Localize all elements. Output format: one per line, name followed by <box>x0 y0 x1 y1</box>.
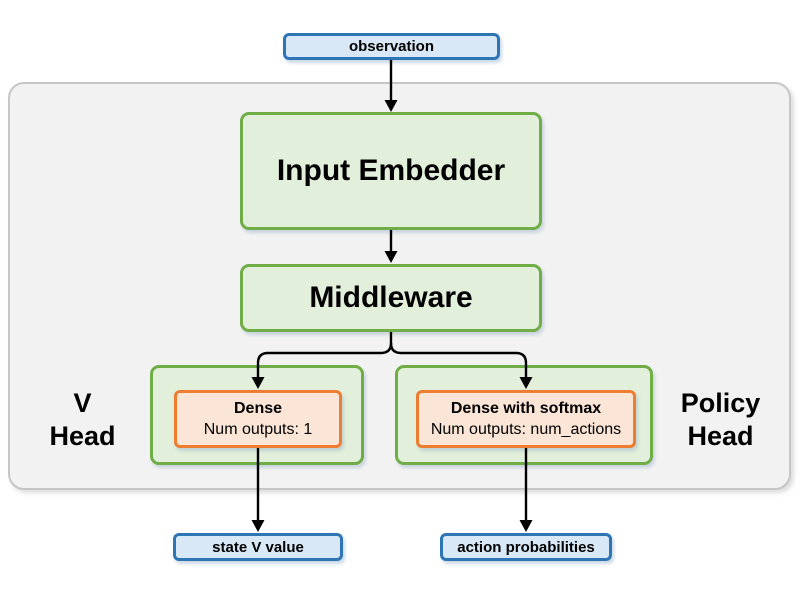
v-dense-node: Dense Num outputs: 1 <box>174 390 342 448</box>
v-head-label-line2: Head <box>49 421 116 451</box>
policy-dense-title: Dense with softmax <box>450 400 602 417</box>
middleware-label: Middleware <box>309 281 473 314</box>
policy-head-label-line1: Policy <box>680 388 761 418</box>
state-v-value-label: state V value <box>212 538 304 556</box>
input-embedder-node: Input Embedder <box>240 112 542 230</box>
v-head-label: V Head <box>25 387 140 453</box>
action-probabilities-node: action probabilities <box>440 533 612 561</box>
policy-head-label-line2: Head <box>687 421 754 451</box>
v-dense-title: Dense <box>233 400 283 417</box>
middleware-node: Middleware <box>240 264 542 332</box>
action-probabilities-label: action probabilities <box>457 538 595 556</box>
state-v-value-node: state V value <box>173 533 343 561</box>
policy-head-label: Policy Head <box>658 387 783 453</box>
observation-label: observation <box>348 38 435 55</box>
policy-dense-node: Dense with softmax Num outputs: num_acti… <box>416 390 636 448</box>
v-dense-subtitle: Num outputs: 1 <box>203 421 313 438</box>
observation-node: observation <box>283 33 500 60</box>
v-head-label-line1: V <box>73 388 92 418</box>
policy-dense-subtitle: Num outputs: num_actions <box>430 421 622 438</box>
input-embedder-label: Input Embedder <box>276 154 506 187</box>
